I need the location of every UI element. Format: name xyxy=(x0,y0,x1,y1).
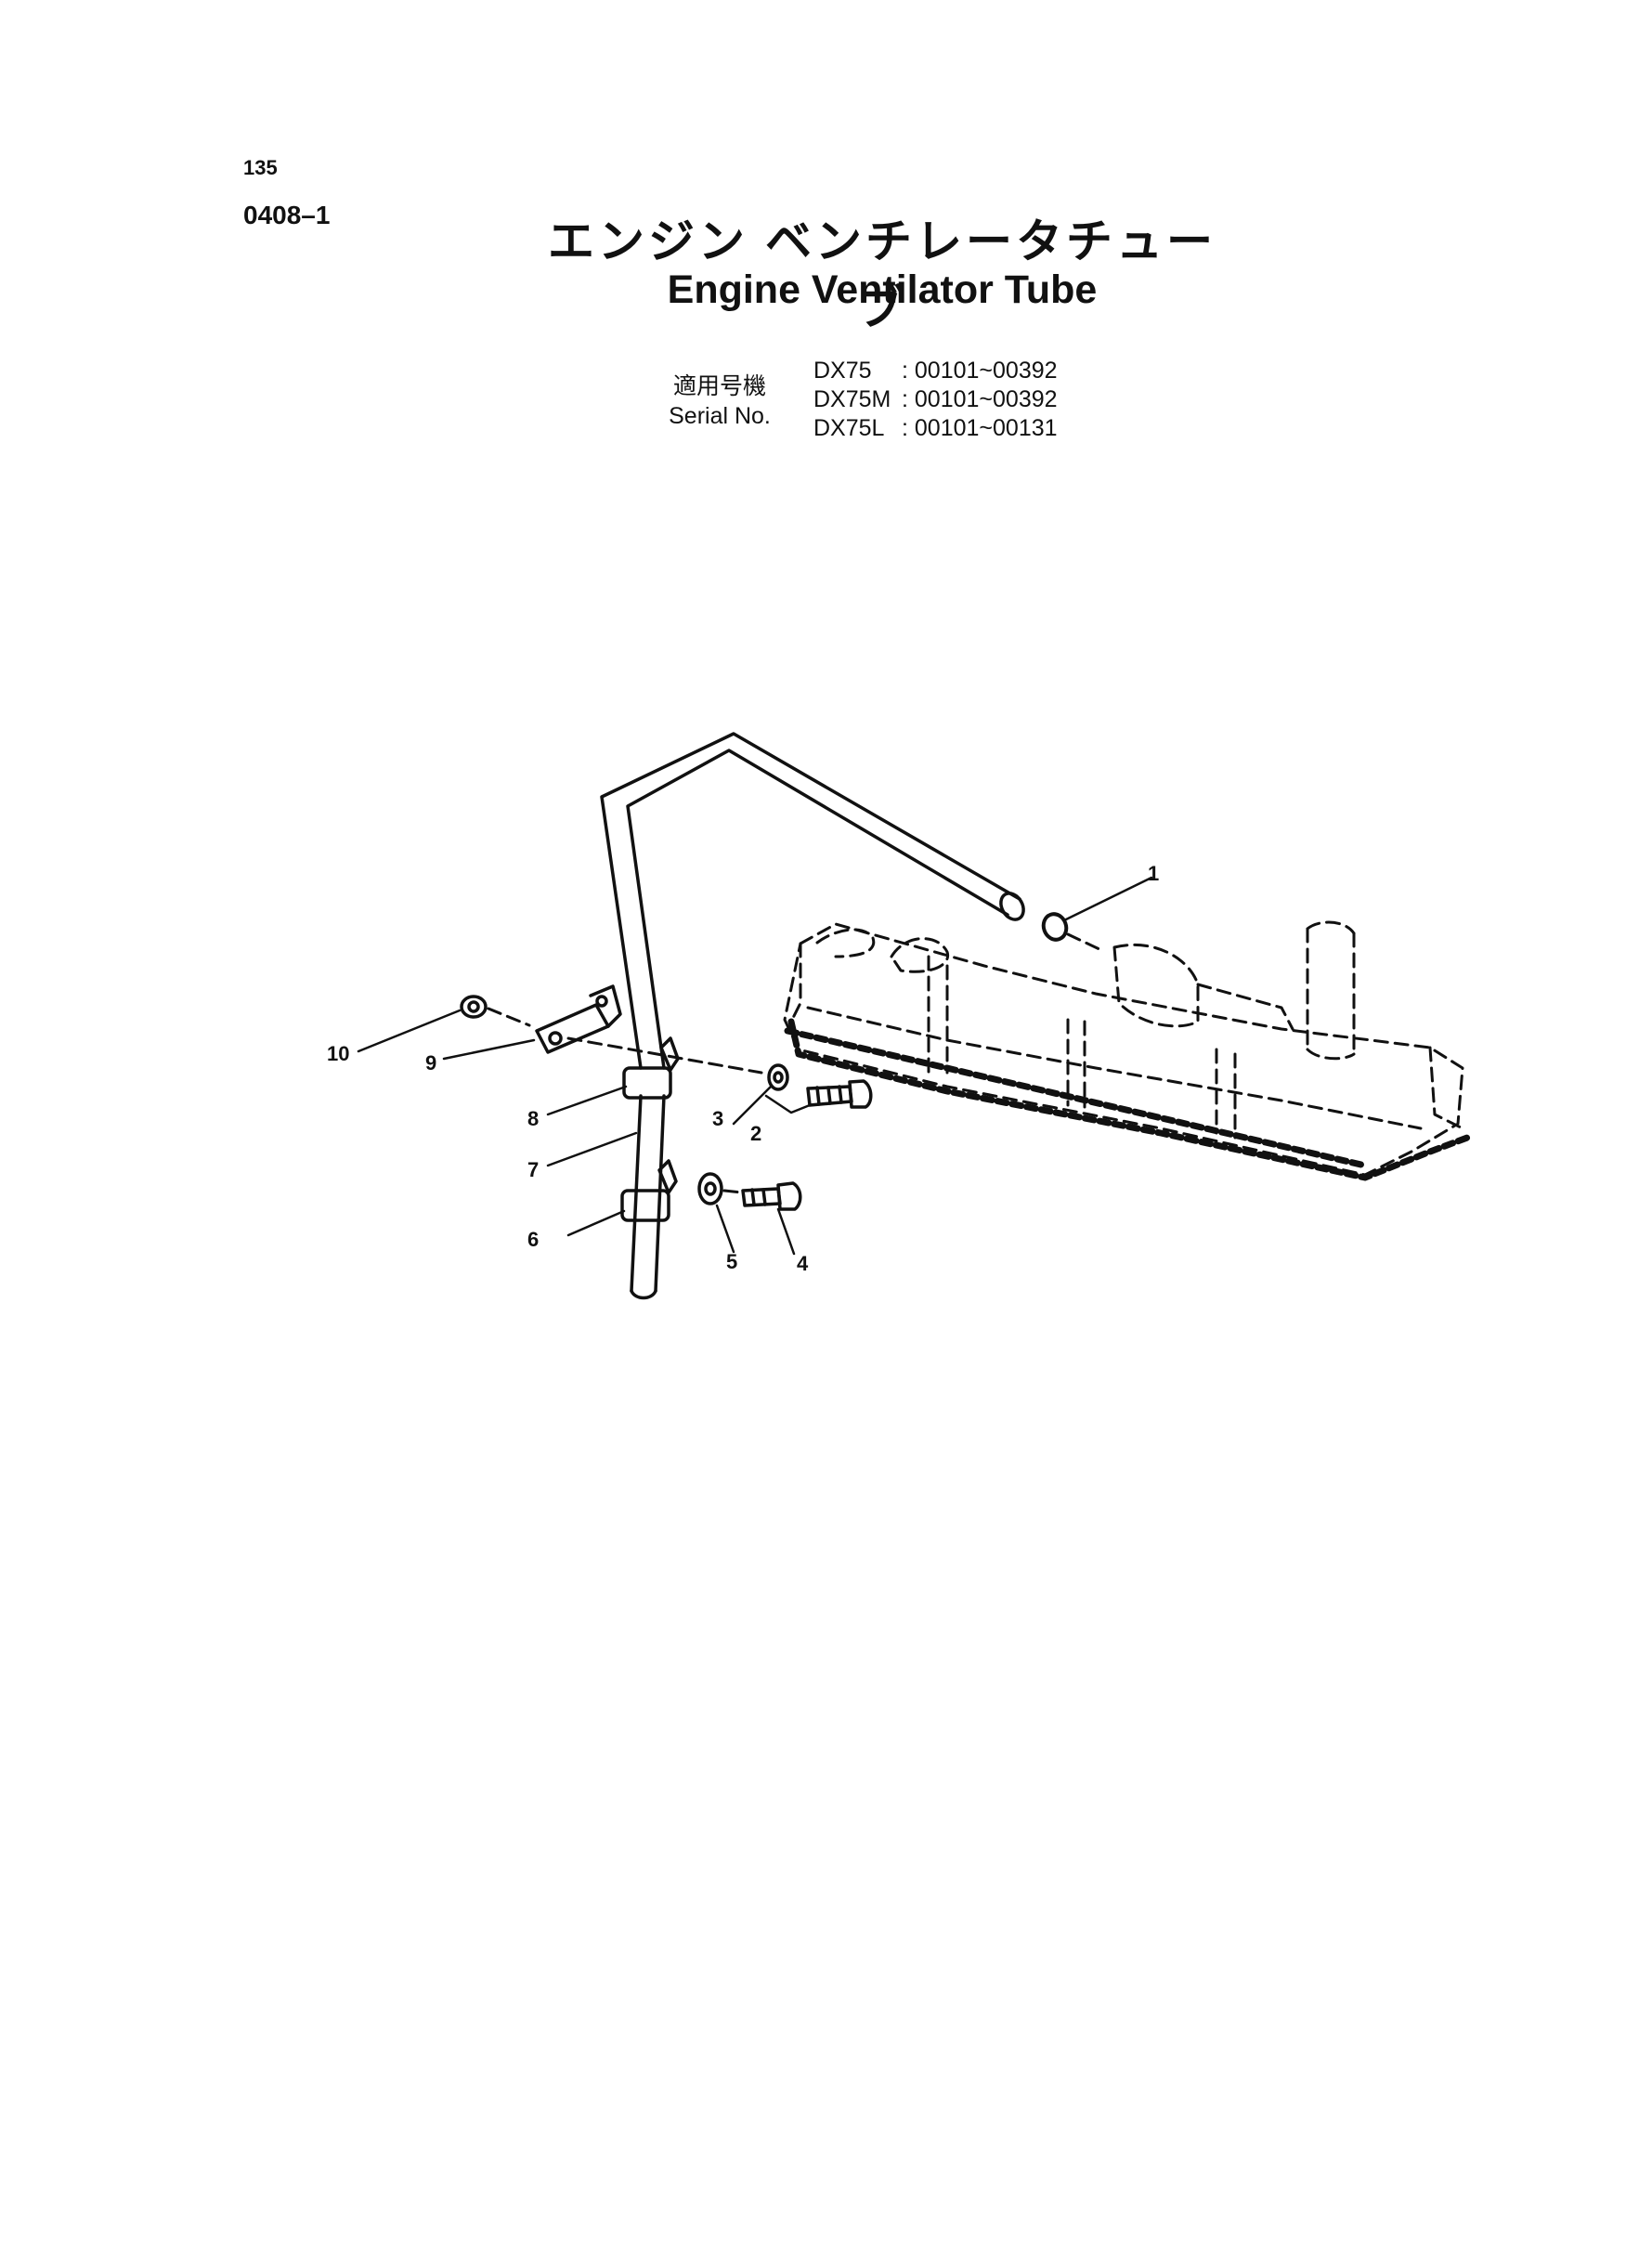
callout-number: 10 xyxy=(327,1042,349,1065)
rocker-cover-base-heavy-dash xyxy=(784,1018,1471,1181)
callout-number: 9 xyxy=(425,1051,436,1075)
serial-model: DX75L xyxy=(813,415,885,441)
serial-label: 適用号機 Serial No. xyxy=(650,371,789,431)
figure-code: 0408–1 xyxy=(243,201,331,229)
rocker-cover-outline xyxy=(783,920,1464,1177)
o-ring xyxy=(1041,912,1069,942)
lower-tube xyxy=(630,1094,666,1300)
callout-number: 2 xyxy=(750,1122,761,1145)
serial-range: : 00101~00392 xyxy=(902,358,1058,384)
serial-row: DX75 : 00101~00392 xyxy=(813,357,1058,385)
page-number: 135 xyxy=(243,156,278,179)
page-title-japanese: エンジン ベンチレータチューブ xyxy=(548,215,1216,334)
bolt-2 xyxy=(806,1079,873,1109)
callout-number: 7 xyxy=(527,1158,539,1181)
serial-label-japanese: 適用号機 xyxy=(672,373,766,399)
callout-number: 1 xyxy=(1148,862,1159,885)
clamp-band-upper xyxy=(622,1036,680,1100)
leader-lines xyxy=(357,876,1153,1256)
serial-list: DX75 : 00101~00392 DX75M : 00101~00392 DX7… xyxy=(813,357,1058,443)
bolt-4 xyxy=(741,1181,802,1211)
serial-row: DX75L : 00101~00131 xyxy=(813,414,1058,443)
bracket xyxy=(535,984,622,1054)
washer-5 xyxy=(697,1172,723,1205)
serial-row: DX75M : 00101~00392 xyxy=(813,385,1058,414)
callout-number: 5 xyxy=(726,1250,737,1273)
callout-number: 6 xyxy=(527,1228,539,1251)
washer-3 xyxy=(767,1063,789,1091)
page-title-english: Engine Ventilator Tube xyxy=(667,267,1098,312)
callout-number: 3 xyxy=(712,1107,723,1130)
clamp-band-lower xyxy=(620,1159,678,1222)
serial-model: DX75 xyxy=(813,358,872,384)
alignment-lines xyxy=(487,932,1105,1194)
callout-number: 4 xyxy=(797,1252,809,1275)
nut xyxy=(460,995,488,1019)
serial-range: : 00101~00131 xyxy=(902,415,1058,441)
callout-number: 8 xyxy=(527,1107,539,1130)
serial-range: : 00101~00392 xyxy=(902,386,1058,412)
serial-label-english: Serial No. xyxy=(669,403,771,429)
ventilator-tube xyxy=(600,732,1025,1070)
serial-model: DX75M xyxy=(813,386,891,412)
